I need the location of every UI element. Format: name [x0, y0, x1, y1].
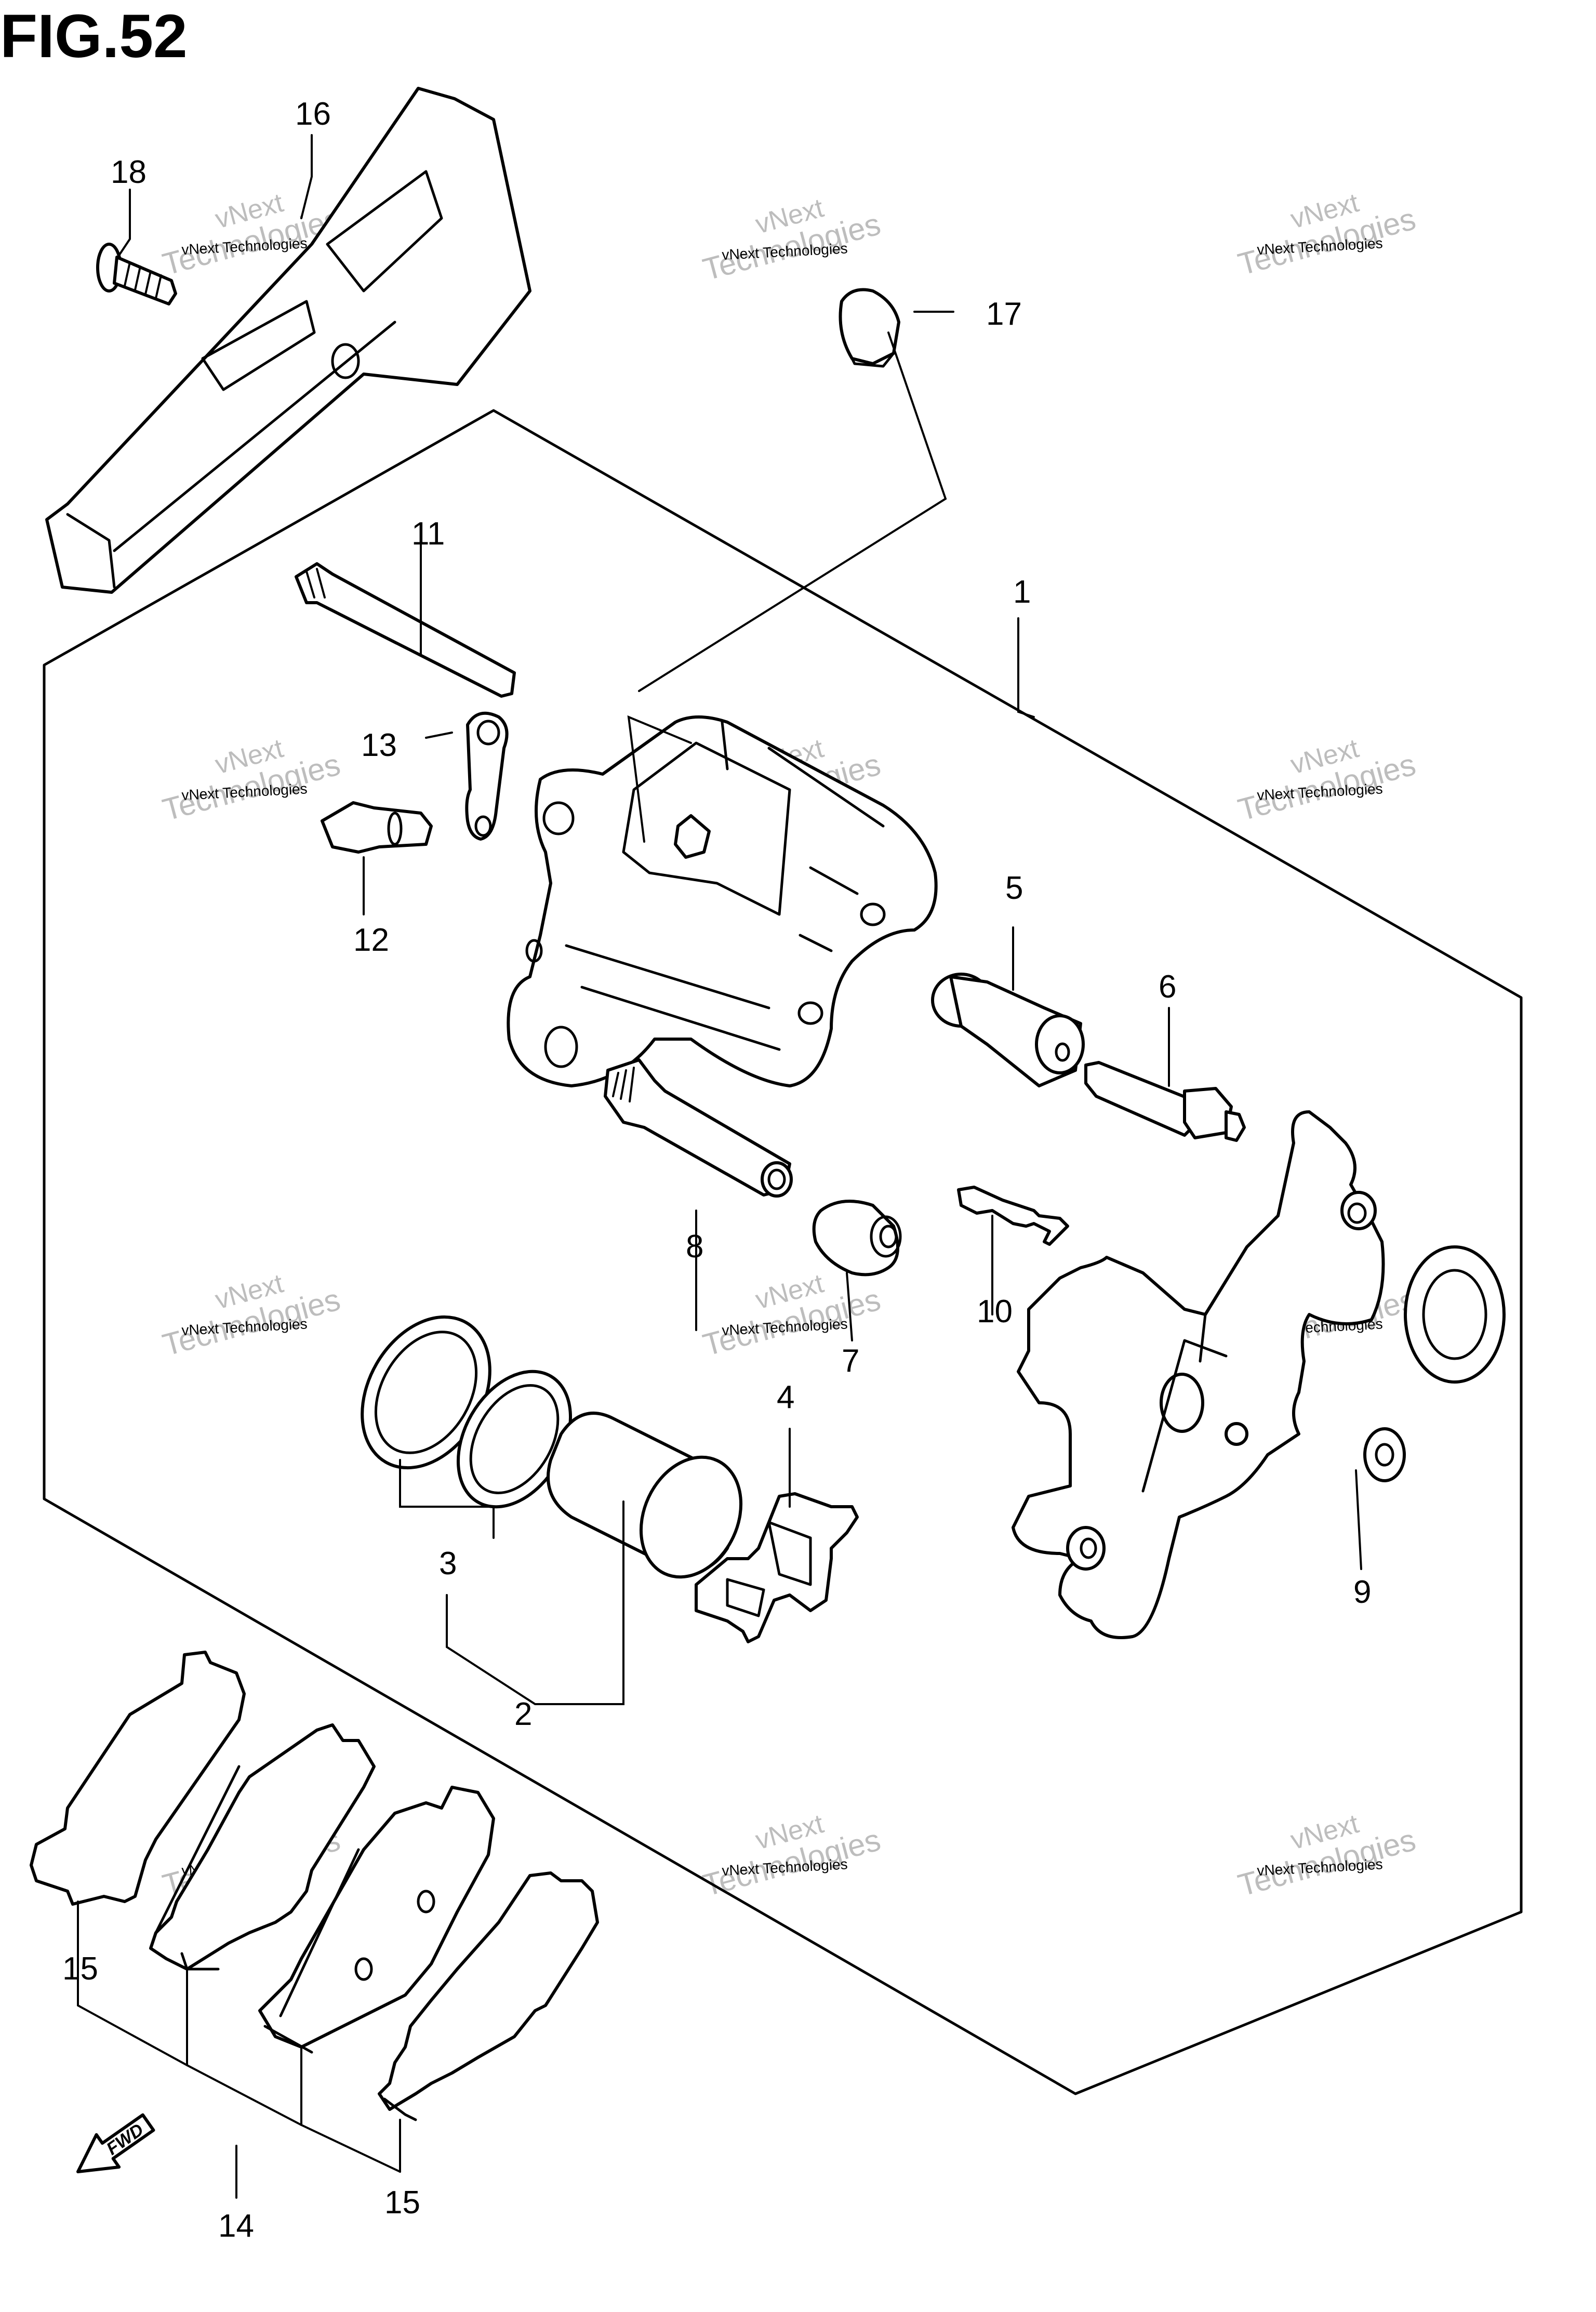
callout-5: 5: [1005, 870, 1023, 906]
callout-4: 4: [777, 1379, 794, 1415]
callout-7: 7: [842, 1343, 859, 1379]
callout-15-right: 15: [384, 2185, 420, 2221]
callout-17: 16: [295, 96, 331, 132]
callout-15-left: 15: [62, 1951, 98, 1987]
part-8-slide-pin: [604, 1058, 793, 1198]
part-10-spring: [957, 1186, 1069, 1246]
callout-8: 8: [686, 1229, 703, 1265]
callout-12: 12: [353, 922, 389, 958]
part-15-shim-left: [30, 1651, 246, 1906]
part-18-bolt: [96, 243, 177, 305]
callout-2: 2: [514, 1696, 532, 1732]
part-13-plug: [465, 711, 509, 841]
callout-11: 11: [411, 516, 445, 552]
figure-title: FIG.52: [0, 2, 188, 71]
part-2-piston: [547, 1412, 743, 1579]
callout-10: 10: [977, 1294, 1013, 1330]
callout-labels: 16 18 17 1 11 13 12 5 6 8 10 7 4 9 3 2 1…: [62, 96, 1371, 2244]
part-5-sleeve: [931, 973, 1085, 1087]
part-15-shim-right: [378, 1871, 599, 2121]
callout-16: 17: [986, 296, 1022, 332]
part-7-boot: [812, 1200, 902, 1277]
leader-lines: [77, 134, 1362, 2199]
callout-3: 3: [439, 1546, 457, 1582]
callout-13: 13: [361, 727, 397, 763]
callout-14: 14: [218, 2208, 254, 2244]
caliper-body: [507, 715, 938, 1087]
part-14-pads: [149, 1723, 495, 2054]
part-12-bleeder: [321, 801, 433, 854]
fwd-arrow-icon: FWD: [76, 2113, 155, 2173]
part-11-pin: [295, 562, 516, 698]
callout-6: 6: [1159, 969, 1176, 1005]
part-9-bracket: [1012, 1110, 1506, 1639]
assembly-outline: [43, 409, 1523, 2095]
part-16-cap: [839, 288, 900, 368]
callout-1: 1: [1013, 574, 1031, 610]
callout-9: 9: [1353, 1574, 1371, 1610]
part-4-pad-spring: [695, 1492, 859, 1643]
part-17-guard: [45, 87, 531, 594]
part-6-bolt: [1084, 1061, 1246, 1142]
part-3-seals: [361, 1315, 573, 1509]
callout-18: 18: [111, 154, 147, 190]
